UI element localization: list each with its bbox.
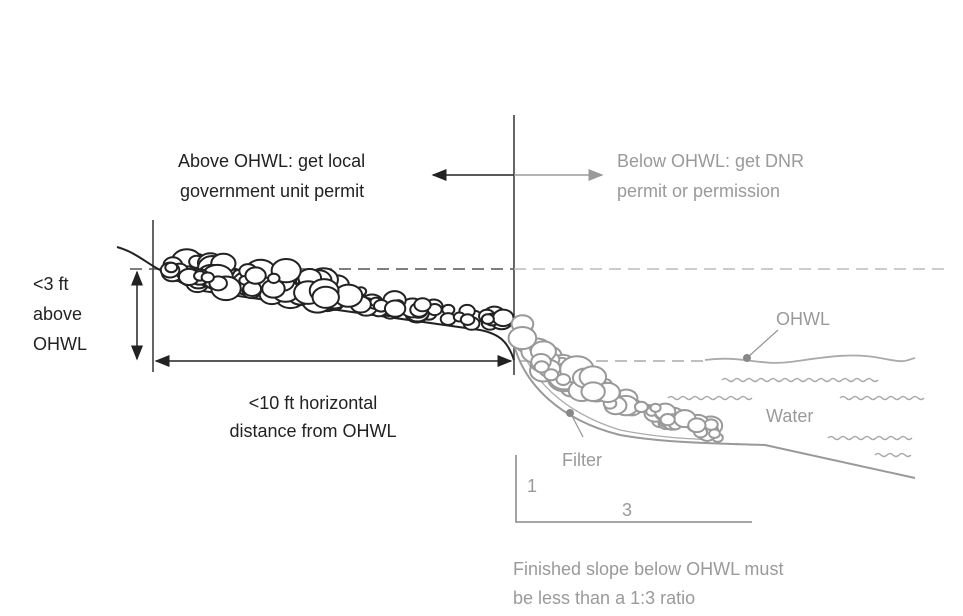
below-ohwl-label-2: permit or permission bbox=[617, 181, 780, 201]
caption-line-2: be less than a 1:3 ratio bbox=[513, 588, 695, 608]
ohwl-label: OHWL bbox=[776, 309, 830, 329]
slope-ratio-indicator bbox=[515, 455, 752, 523]
stone bbox=[708, 428, 721, 439]
slope-run-label: 3 bbox=[622, 500, 632, 520]
distance-label-1: <10 ft horizontal bbox=[249, 393, 378, 413]
stone bbox=[533, 360, 550, 374]
stone bbox=[267, 272, 281, 284]
water-surface-line bbox=[704, 354, 916, 364]
wave bbox=[874, 452, 912, 458]
stone bbox=[507, 326, 538, 351]
ohwl-marker-dot bbox=[743, 354, 751, 362]
filter-layer bbox=[513, 344, 916, 479]
wave bbox=[839, 395, 925, 401]
water-waves bbox=[667, 377, 925, 458]
filter-marker-dot bbox=[566, 409, 574, 417]
stone bbox=[459, 313, 476, 326]
ohwl-leader bbox=[747, 329, 779, 358]
stone bbox=[200, 271, 215, 284]
above-ohwl-label-2: government unit permit bbox=[180, 181, 364, 201]
height-label-1: <3 ft bbox=[33, 274, 69, 294]
distance-label-2: distance from OHWL bbox=[229, 421, 396, 441]
stone bbox=[543, 368, 560, 382]
stone bbox=[244, 266, 267, 285]
water-label: Water bbox=[766, 406, 813, 426]
above-ohwl-label-1: Above OHWL: get local bbox=[178, 151, 365, 171]
slope-rise-label: 1 bbox=[527, 476, 537, 496]
height-label-2: above bbox=[33, 304, 82, 324]
stone bbox=[480, 313, 495, 325]
stone bbox=[413, 297, 432, 313]
riprap-stones-below bbox=[507, 314, 724, 443]
stone bbox=[687, 417, 707, 434]
stone bbox=[703, 418, 719, 431]
stone bbox=[580, 381, 606, 403]
height-label-3: OHWL bbox=[33, 334, 87, 354]
stone bbox=[649, 402, 662, 413]
stone bbox=[633, 400, 649, 414]
wave bbox=[827, 435, 913, 441]
below-ohwl-label-1: Below OHWL: get DNR bbox=[617, 151, 804, 171]
stone bbox=[492, 308, 515, 328]
filter-leader bbox=[570, 413, 584, 438]
stone bbox=[383, 299, 407, 318]
filter-label: Filter bbox=[562, 450, 602, 470]
riprap-stones-above bbox=[159, 248, 515, 331]
stone bbox=[164, 261, 179, 274]
wave bbox=[721, 377, 879, 383]
wave bbox=[667, 395, 753, 401]
caption-line-1: Finished slope below OHWL must bbox=[513, 559, 783, 579]
stone bbox=[311, 285, 340, 309]
stone bbox=[659, 413, 676, 427]
